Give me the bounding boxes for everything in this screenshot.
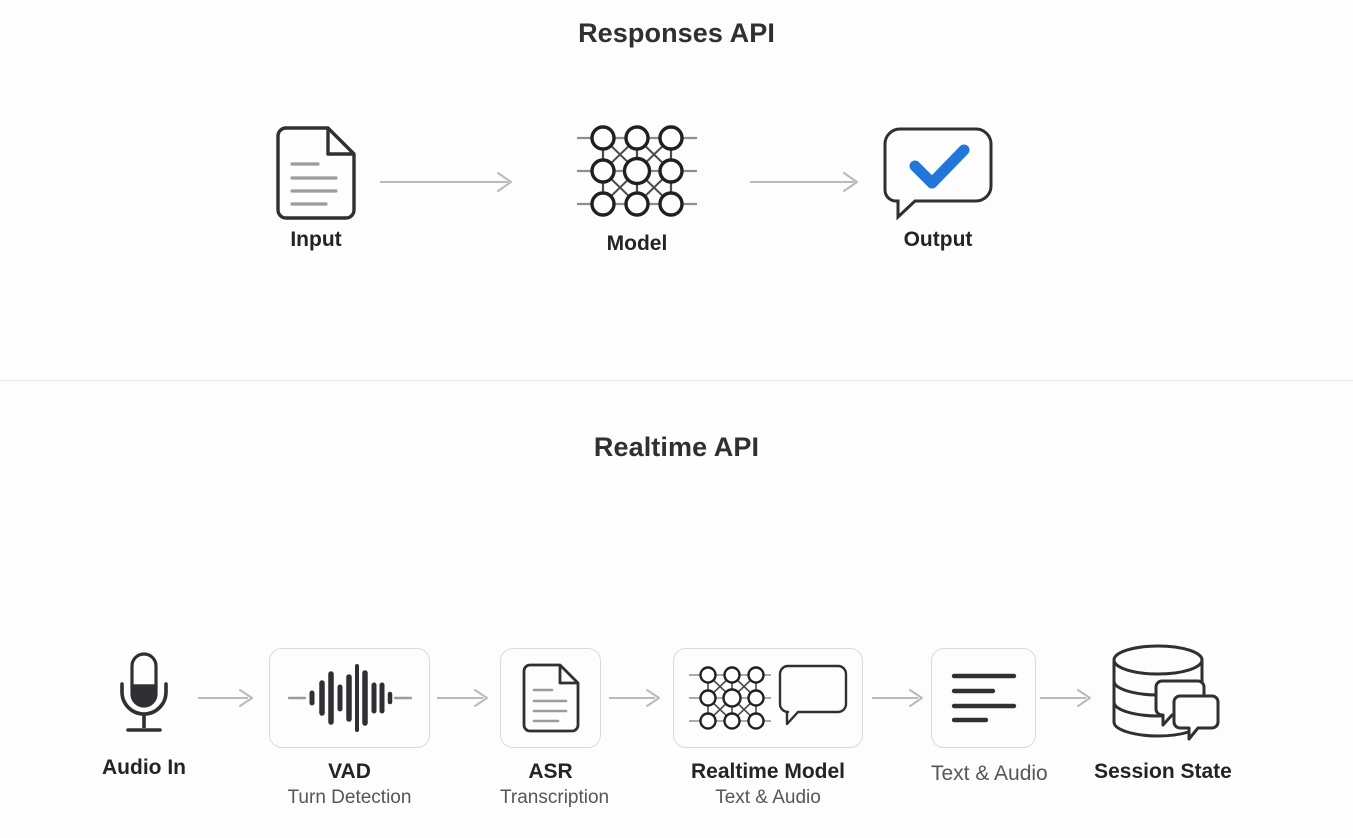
neural-network-bubble-icon [687,662,849,734]
node-vad[interactable]: VAD Turn Detection [269,648,430,809]
node-session-state-label: Session State [1094,760,1232,783]
node-asr-box [500,648,601,748]
node-asr-label: ASR [528,760,573,783]
arrow-input-to-model [380,170,520,199]
node-audio-in[interactable]: Audio In [84,650,204,780]
node-asr[interactable]: ASR Transcription [500,648,610,809]
node-asr-sublabel: Transcription [500,787,610,808]
node-model-label: Model [606,232,668,255]
neural-network-icon [537,118,737,224]
node-realtime-model-label: Realtime Model [690,760,846,783]
text-lines-icon [949,669,1019,727]
node-text-audio-label: Text & Audio [931,762,1048,785]
node-text-audio-box [931,648,1036,748]
database-chat-icon [1093,644,1233,744]
node-output-label: Output [903,228,973,251]
document-icon [216,126,416,220]
arrow-audio-to-vad [198,687,260,714]
waveform-icon [285,663,415,733]
arrow-textaudio-to-session [1040,687,1098,714]
responses-api-title: Responses API [578,18,775,48]
node-input[interactable]: Input [216,126,416,252]
section-divider [0,380,1353,381]
realtime-api-title: Realtime API [593,432,760,462]
node-vad-sublabel: Turn Detection [287,787,412,808]
node-realtime-model[interactable]: Realtime Model Text & Audio [673,648,863,809]
node-session-state[interactable]: Session State [1093,644,1233,784]
arrow-rtmodel-to-textaudio [872,687,930,714]
node-vad-box [269,648,430,748]
arrow-model-to-output [750,170,865,199]
node-vad-label: VAD [328,760,371,783]
arrow-asr-to-rtmodel [609,687,667,714]
node-input-label: Input [290,228,342,251]
node-model[interactable]: Model [537,118,737,256]
node-text-audio[interactable]: Text & Audio [931,648,1048,786]
speech-bubble-check-icon [838,126,1038,220]
node-output[interactable]: Output [838,126,1038,252]
microphone-icon [84,650,204,738]
arrow-vad-to-asr [437,687,495,714]
node-realtime-model-sublabel: Text & Audio [715,787,821,808]
document-icon [521,663,581,733]
node-audio-in-label: Audio In [102,756,186,779]
node-realtime-model-box [673,648,863,748]
